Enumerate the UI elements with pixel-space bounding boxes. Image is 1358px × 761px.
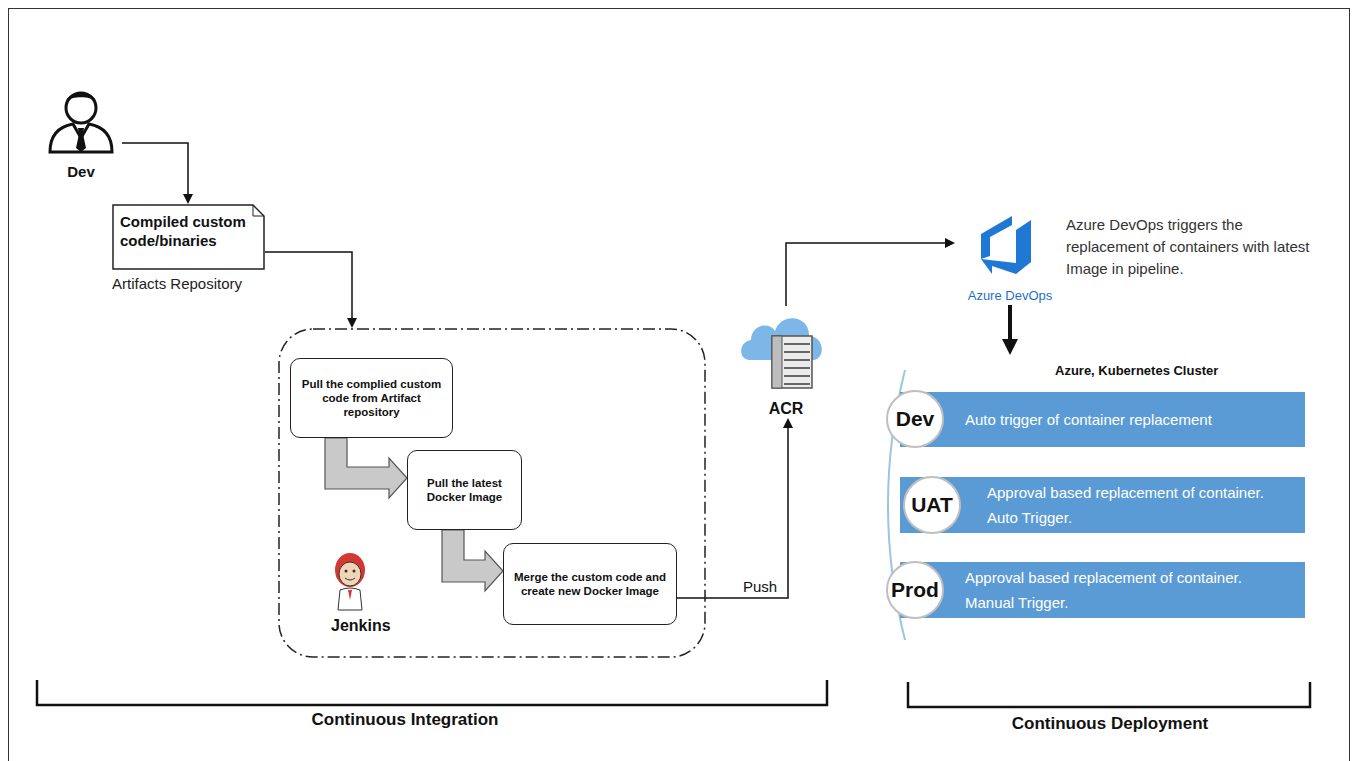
node-text: Pull the complied custom code from Artif… <box>297 377 446 419</box>
node-text: Artifacts Repository <box>112 275 242 292</box>
node-text: UAT <box>911 493 953 517</box>
registry-icon: ACR <box>738 306 834 418</box>
section-bracket <box>908 682 1310 707</box>
node-text: Prod <box>891 578 939 602</box>
cluster-group: Azure, Kubernetes ClusterDevAuto trigger… <box>880 355 1310 645</box>
stage-circle: Prod <box>886 561 944 619</box>
node-text: Manual Trigger. <box>900 594 1305 611</box>
node-text: Dev <box>40 163 122 180</box>
block-arrow <box>325 438 407 498</box>
node-text: Approval based replacement of container. <box>900 569 1305 586</box>
section-label: Continuous Integration <box>200 710 610 730</box>
node-text: Azure DevOps <box>955 288 1065 303</box>
node-text: Dev <box>896 407 935 431</box>
process-box: Pull the latest Docker Image <box>407 450 522 530</box>
node-text: Azure, Kubernetes Cluster <box>1055 363 1218 378</box>
process-box: Pull the complied custom code from Artif… <box>290 358 453 438</box>
annotation: Azure DevOps triggers the replacement of… <box>1066 214 1328 280</box>
page-frame <box>9 9 1350 761</box>
jenkins-logo <box>332 550 368 612</box>
edge-label: Push <box>742 578 778 595</box>
node-text: Pull the latest Docker Image <box>414 476 515 504</box>
section-label: Continuous Deployment <box>910 714 1310 734</box>
stage-circle: Dev <box>886 390 944 448</box>
jenkins-pipeline-group: Jenkins Pull the complied custom code fro… <box>278 328 706 658</box>
process-box: Merge the custom code and create new Doc… <box>503 543 677 625</box>
stage-circle: UAT <box>903 476 961 534</box>
devops-icon: Azure DevOps <box>955 208 1065 305</box>
artifact-document: Compiled custom code/binariesArtifacts R… <box>112 204 265 270</box>
node-text: ACR <box>738 400 834 418</box>
person-icon <box>40 88 122 154</box>
node-text: Auto Trigger. <box>900 509 1305 526</box>
actor-icon: Dev <box>40 88 122 180</box>
registry-icon-graphic <box>738 306 834 392</box>
section-bracket <box>37 680 827 705</box>
connector-arrow <box>677 428 788 598</box>
connector-arrow <box>265 252 352 318</box>
node-text: Approval based replacement of container. <box>900 484 1305 501</box>
node-text: Compiled custom code/binaries <box>112 204 265 250</box>
stage-band: Auto trigger of container replacement <box>900 392 1305 447</box>
connector-arrow <box>786 243 945 306</box>
node-text: Merge the custom code and create new Doc… <box>510 570 670 598</box>
connector-arrow <box>122 143 188 194</box>
block-arrow <box>442 530 503 591</box>
connector-arrow <box>1008 305 1012 339</box>
azure-devops-logo <box>979 210 1039 282</box>
stage-band: Approval based replacement of container.… <box>900 562 1305 618</box>
node-text: Jenkins <box>331 617 391 635</box>
node-text: Auto trigger of container replacement <box>900 411 1305 428</box>
